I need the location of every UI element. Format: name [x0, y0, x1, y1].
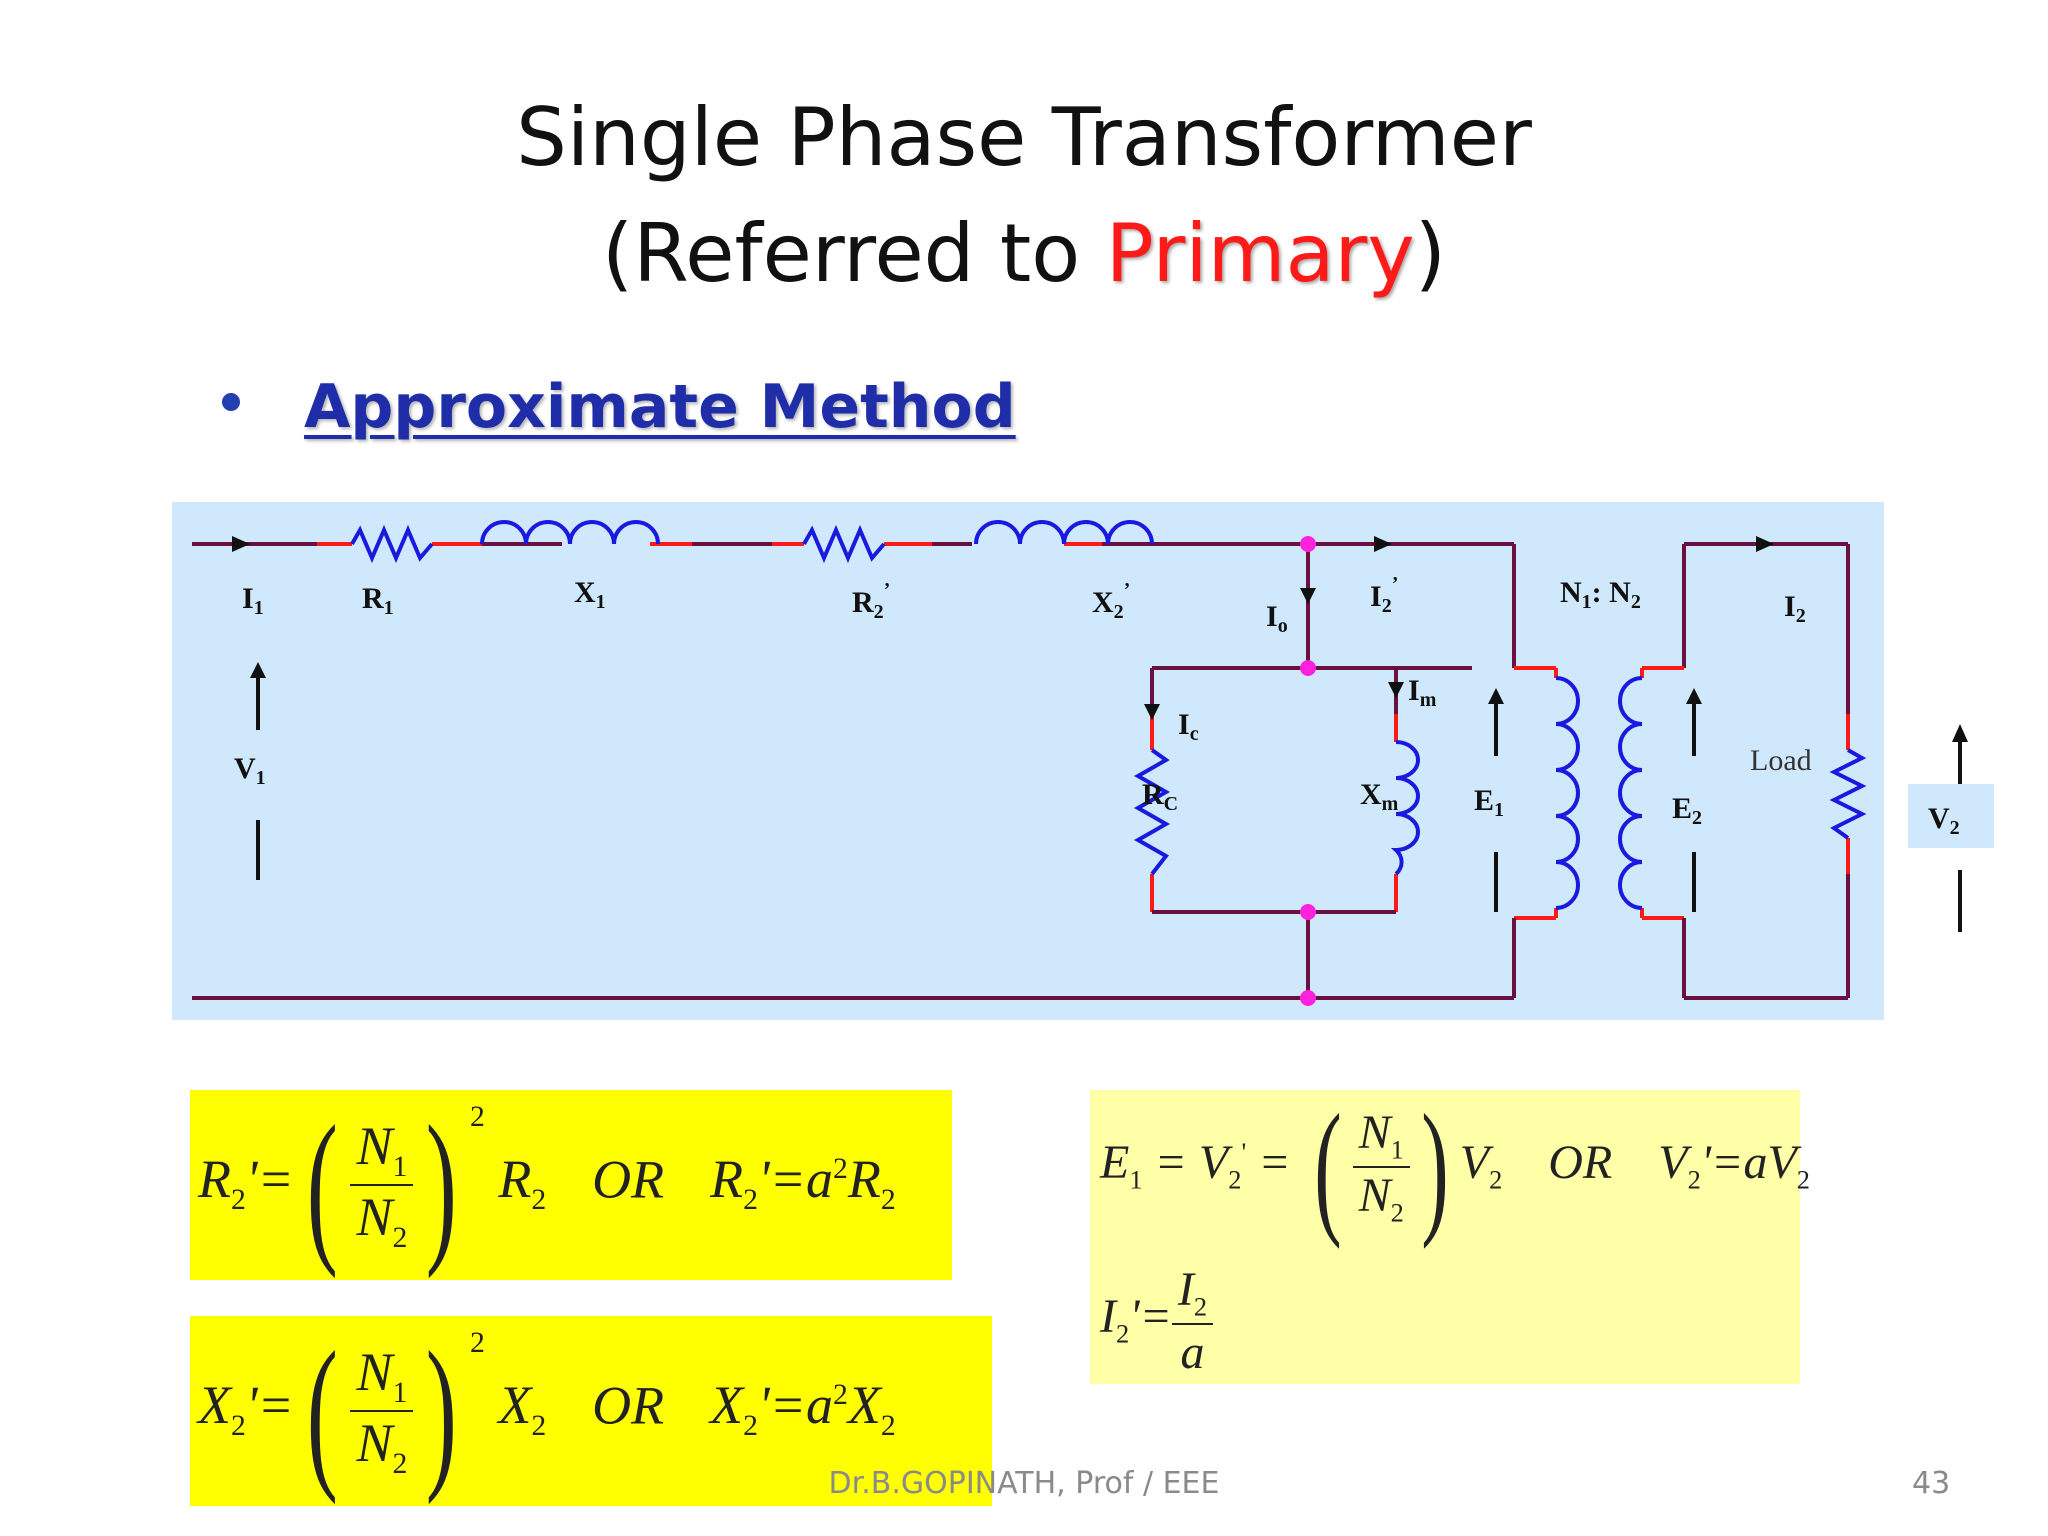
arrow-ic — [1144, 704, 1160, 720]
label-turns-ratio: N1: N2 — [1560, 576, 1641, 613]
arrow-e2-head-icon — [1686, 688, 1702, 704]
eq-x2-lhs: X2'= — [198, 1375, 294, 1443]
title-accent: Primary — [1105, 207, 1415, 300]
eq-e1-lhs: E1 = V2' = — [1100, 1136, 1303, 1195]
eq-x2-exponent: 2 — [469, 1327, 485, 1360]
resistor-r1 — [350, 524, 434, 564]
right-paren-icon: ) — [1421, 1084, 1449, 1250]
title-line-1: Single Phase Transformer — [516, 91, 1532, 184]
label-load: Load — [1750, 744, 1812, 777]
right-paren-icon: ) — [426, 1317, 458, 1505]
top-wire — [192, 542, 1850, 1000]
v2-annotation: V2 — [1908, 718, 1998, 1018]
label-i1: I1 — [242, 582, 264, 619]
eq-r2-rhs: R2'=a2R2 — [710, 1149, 896, 1217]
arrow-io — [1300, 588, 1316, 604]
eq-r2-or: OR — [592, 1149, 665, 1210]
circuit-svg: I1 R1 X1 R2’ X2’ Io I2’ N1: N2 I2 Im Ic … — [192, 520, 1867, 1006]
v2-label-box — [1908, 784, 1994, 848]
arrow-i2 — [1756, 536, 1774, 552]
label-i2-prime: I2’ — [1370, 573, 1398, 617]
arrow-im — [1388, 682, 1404, 698]
slide-footer: Dr.B.GOPINATH, Prof / EEE — [828, 1466, 1220, 1501]
arrow-e1-head-icon — [1488, 688, 1504, 704]
eq-r2-exponent: 2 — [469, 1101, 485, 1134]
eq-x2-var: X2 — [498, 1375, 547, 1443]
label-i2: I2 — [1784, 590, 1806, 627]
resistor-r2-prime — [802, 524, 886, 564]
resistor-load — [1829, 748, 1867, 840]
arrow-i2-prime — [1374, 536, 1392, 552]
eq-x2-rhs: X2'=a2X2 — [710, 1375, 896, 1443]
title-line-2: (Referred to Primary) — [0, 196, 2048, 312]
eq-e1-var: V2 — [1459, 1136, 1503, 1195]
node-shunt-top — [1300, 660, 1316, 676]
eq-e1-or: OR — [1548, 1136, 1613, 1190]
label-im: Im — [1408, 674, 1437, 711]
arrow-v1-head-icon — [250, 662, 266, 678]
label-xm: Xm — [1360, 778, 1399, 815]
eq-r2-lhs: R2'= — [198, 1149, 294, 1217]
right-paren-icon: ) — [426, 1091, 458, 1279]
label-v2: V2 — [1928, 802, 1960, 839]
slide-title: Single Phase Transformer (Referred to Pr… — [0, 80, 2048, 312]
bullet-item: Approximate Method — [222, 372, 1016, 442]
bullet-text: Approximate Method — [304, 372, 1016, 442]
label-io: Io — [1266, 600, 1288, 637]
eq-e1-rhs: V2'=aV2 — [1658, 1136, 1810, 1195]
title-prefix: (Referred to — [602, 207, 1106, 300]
arrow-v2-head-icon — [1952, 724, 1968, 742]
label-e2: E2 — [1672, 792, 1702, 829]
title-suffix: ) — [1414, 207, 1446, 300]
node-top — [1300, 536, 1316, 552]
label-r2-prime: R2’ — [852, 579, 890, 623]
resistor-rc — [1133, 748, 1171, 876]
eq-x2-or: OR — [592, 1375, 665, 1436]
left-paren-icon: ( — [306, 1091, 338, 1279]
bullet-dot-icon — [222, 393, 240, 412]
left-paren-icon: ( — [1313, 1084, 1342, 1250]
label-ic: Ic — [1178, 708, 1199, 745]
secondary-coil — [1618, 676, 1643, 910]
arrow-i1 — [232, 536, 250, 552]
label-x1: X1 — [574, 576, 606, 613]
left-paren-icon: ( — [306, 1317, 338, 1505]
page-number: 43 — [1912, 1466, 1951, 1501]
circuit-diagram: I1 R1 X1 R2’ X2’ Io I2’ N1: N2 I2 Im Ic … — [172, 502, 1884, 1020]
primary-coil — [1555, 676, 1580, 910]
eq-i2-lhs: I2'= — [1100, 1289, 1172, 1349]
label-e1: E1 — [1474, 784, 1504, 821]
eq-r2-var: R2 — [498, 1149, 547, 1217]
label-rc: RC — [1142, 778, 1178, 815]
node-bottom — [1300, 990, 1316, 1006]
label-r1: R1 — [362, 582, 394, 619]
v2-svg: V2 — [1908, 724, 1994, 932]
inductor-xm — [1390, 740, 1420, 876]
label-v1: V1 — [234, 752, 266, 789]
inductor-x1 — [480, 520, 660, 545]
label-x2-prime: X2’ — [1092, 579, 1130, 623]
node-shunt-bottom — [1300, 904, 1316, 920]
inductor-x2-prime — [974, 520, 1154, 545]
